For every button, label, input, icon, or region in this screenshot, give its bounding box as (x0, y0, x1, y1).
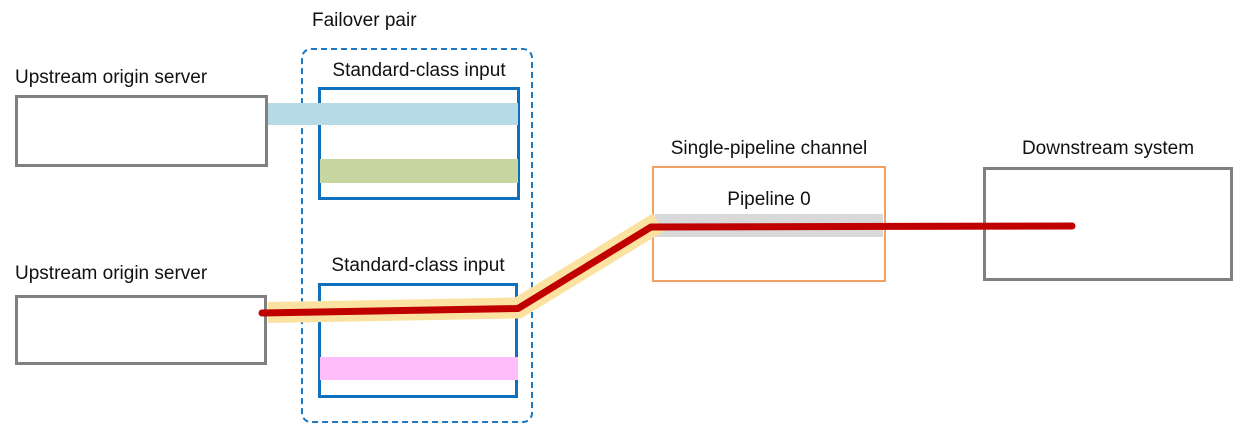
upstream-origin-server-top-box (15, 95, 268, 167)
failover-pair-label: Failover pair (312, 10, 417, 31)
upstream-origin-server-bottom-label: Upstream origin server (15, 263, 208, 284)
single-pipeline-channel-label: Single-pipeline channel (670, 138, 868, 159)
upstream-origin-server-top-label: Upstream origin server (15, 67, 208, 88)
standard-class-input-bottom-label: Standard-class input (331, 255, 505, 276)
upstream-origin-server-bottom-box (15, 295, 267, 365)
input-bottom-secondary-band (320, 357, 518, 380)
pipeline-0-label: Pipeline 0 (727, 189, 811, 210)
standby-input-connection-band (268, 103, 518, 125)
standard-class-input-top-label: Standard-class input (332, 60, 506, 81)
downstream-system-label: Downstream system (1021, 138, 1195, 159)
pipeline-0-band (655, 214, 883, 237)
downstream-system-box (983, 167, 1233, 281)
standard-class-input-bottom-box (318, 283, 518, 398)
input-top-secondary-band (320, 159, 518, 183)
